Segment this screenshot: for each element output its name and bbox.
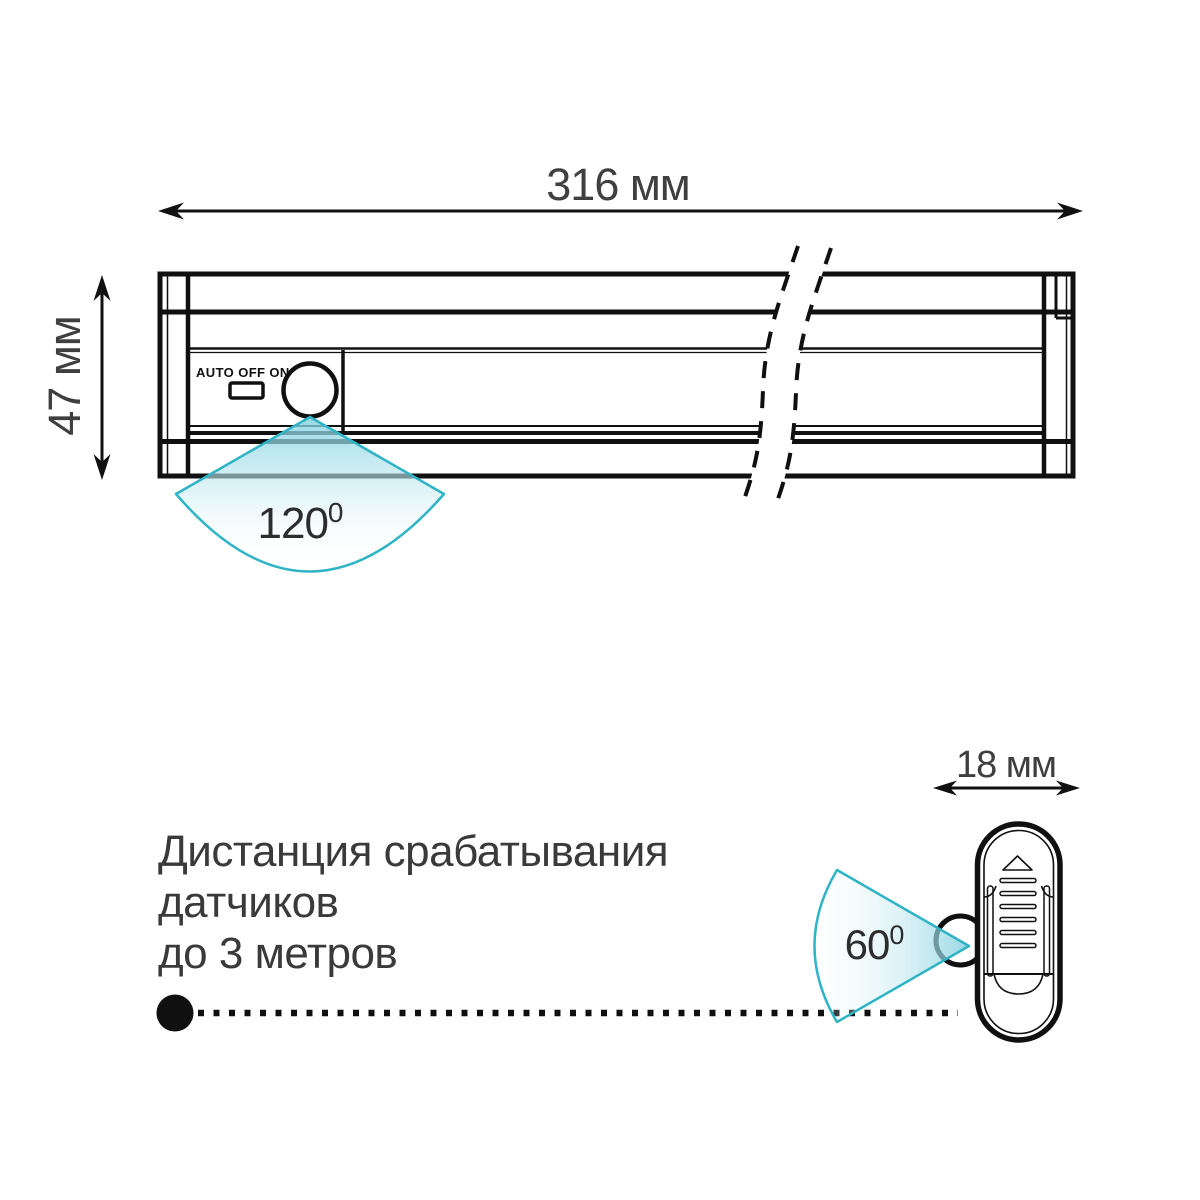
grip-slat (999, 903, 1037, 910)
sensor-cone-120: 1200 (174, 415, 446, 573)
side-view-inner-line (983, 829, 1055, 1035)
slider-rail-left (986, 885, 994, 977)
grip-slat (999, 877, 1037, 884)
arrow-right-small-icon (1056, 780, 1080, 796)
dim-47-label: 47 мм (39, 316, 90, 435)
grip-slat (999, 890, 1037, 897)
slider-shoulder-right (1040, 885, 1054, 898)
caption-line-1: Дистанция срабатывания (158, 827, 668, 876)
break-symbol (739, 245, 833, 511)
slider-rail-right (1043, 885, 1051, 977)
device-side-view (933, 821, 1063, 1043)
slider-shoulder-left (983, 885, 997, 898)
caption-line-3: до 3 метров (158, 929, 397, 978)
slider-arrow-icon (1002, 855, 1033, 871)
side-view-outline (974, 821, 1063, 1043)
distance-origin-dot (156, 994, 194, 1032)
sensor-cone-60: 600 (813, 868, 971, 1024)
distance-indicator (156, 994, 958, 1032)
control-panel: AUTO OFF ON (196, 361, 339, 419)
dim-316-label: 316 мм (546, 159, 689, 210)
grip-slat (999, 916, 1037, 923)
dimension-width-18: 18 мм (933, 744, 1080, 796)
angle-label-60: 600 (845, 920, 904, 968)
arrow-right-icon (1057, 202, 1083, 220)
break-dashed-line-right (772, 247, 833, 511)
cone-60-shape (813, 868, 971, 1024)
slider-bottom-dome (993, 973, 1044, 995)
grip-slat (999, 942, 1037, 949)
mode-switch (228, 381, 265, 400)
dimension-height-47: 47 мм (39, 275, 111, 480)
cone-120-shape (174, 415, 446, 573)
slider-grip-slats (999, 877, 1037, 949)
caption-line-2: датчиков (158, 878, 338, 927)
arrow-up-icon (93, 275, 111, 301)
mode-switch-label: AUTO OFF ON (196, 365, 290, 380)
grip-slat (999, 929, 1037, 936)
sensor-lens (281, 361, 339, 419)
break-dashed-line-left (739, 245, 800, 509)
dim-18-label: 18 мм (956, 744, 1056, 786)
angle-label-120: 1200 (258, 497, 343, 548)
arrow-down-icon (93, 454, 111, 480)
caption-text: Дистанция срабатывания датчиков до 3 мет… (158, 827, 669, 978)
dimension-width-316: 316 мм (158, 159, 1083, 220)
arrow-left-small-icon (933, 780, 957, 796)
arrow-left-icon (158, 202, 184, 220)
